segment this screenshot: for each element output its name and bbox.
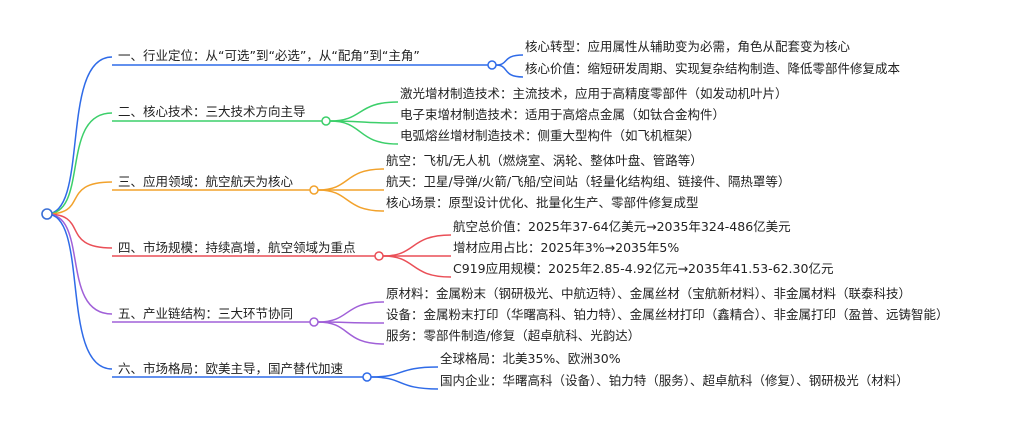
branch-label-2: 二、核心技术：三大技术方向主导	[118, 104, 306, 119]
leaf-curve-2-3	[329, 120, 399, 145]
leaf-curve-3-1	[317, 168, 385, 191]
branch-node-3	[309, 185, 319, 195]
leaf-curve-6-1	[370, 366, 439, 378]
branch-curve-1	[46, 56, 113, 215]
leaf-3-1: 航空：飞机/无人机（燃烧室、涡轮、整体叶盘、管路等）	[386, 153, 703, 168]
leaf-curve-6-2	[370, 376, 439, 390]
leaf-curve-1-1	[495, 54, 524, 66]
branch-node-5	[309, 317, 319, 327]
leaf-3-3: 核心场景：原型设计优化、批量化生产、零部件修复成型	[386, 195, 699, 210]
branch-node-1	[487, 60, 497, 70]
leaf-2-2: 电子束增材制造技术：适用于高熔点金属（如钛合金构件）	[400, 107, 726, 122]
leaf-6-1: 全球格局：北美35%、欧洲30%	[440, 351, 621, 366]
leaf-curve-3-3	[317, 189, 385, 212]
leaf-curve-5-1	[317, 301, 385, 323]
branch-curve-3	[46, 181, 113, 215]
leaf-1-1: 核心转型：应用属性从辅助变为必需，角色从配套变为核心	[525, 39, 851, 54]
branch-curve-5	[46, 213, 113, 315]
leaf-2-3: 电弧熔丝增材制造技术：侧重大型构件（如飞机框架）	[400, 128, 701, 143]
leaf-4-2: 增材应用占比：2025年3%→2035年5%	[453, 240, 680, 255]
leaf-curve-1-2	[495, 64, 524, 78]
branch-label-6: 六、市场格局：欧美主导，国产替代加速	[118, 361, 344, 376]
leaf-1-2: 核心价值：缩短研发周期、实现复杂结构制造、降低零部件修复成本	[525, 61, 901, 76]
leaf-curve-4-3	[382, 255, 452, 278]
leaf-curve-5-3	[317, 321, 385, 345]
branch-label-1: 一、行业定位：从“可选”到“必选”，从“配角”到“主角”	[118, 48, 420, 63]
leaf-6-2: 国内企业：华曙高科（设备）、铂力特（服务）、超卓航科（修复）、钢研极光（材料）	[440, 373, 909, 388]
branch-label-5: 五、产业链结构：三大环节协同	[118, 306, 294, 321]
branch-node-6	[362, 372, 372, 382]
leaf-5-2: 设备：金属粉末打印（华曙高科、铂力特）、金属丝材打印（鑫精合）、非金属打印（盈普…	[386, 307, 949, 322]
branch-curve-6	[46, 213, 113, 370]
branch-node-2	[321, 116, 331, 126]
leaf-curve-4-1	[382, 234, 452, 257]
leaf-5-1: 原材料：金属粉末（钢研极光、中航迈特）、金属丝材（宝航新材料）、非金属材料（联泰…	[386, 286, 912, 301]
branch-curve-2	[46, 112, 113, 215]
leaf-2-1: 激光增材制造技术：主流技术，应用于高精度零部件（如发动机叶片）	[400, 86, 788, 101]
leaf-3-2: 航天：卫星/导弹/火箭/飞船/空间站（轻量化结构组、链接件、隔热罩等）	[386, 174, 791, 189]
branch-curve-4	[46, 213, 113, 249]
branch-node-4	[374, 251, 384, 261]
root-node	[41, 208, 53, 220]
leaf-5-3: 服务：零部件制造/修复（超卓航科、光韵达）	[386, 328, 641, 343]
leaf-curve-2-1	[329, 101, 399, 122]
branch-label-3: 三、应用领域：航空航天为核心	[118, 174, 294, 189]
leaf-4-3: C919应用规模：2025年2.85-4.92亿元→2035年41.53-62.…	[453, 261, 834, 276]
leaf-4-1: 航空总价值：2025年37-64亿美元→2035年324-486亿美元	[453, 219, 791, 234]
branch-label-4: 四、市场规模：持续高增，航空领域为重点	[118, 240, 356, 255]
